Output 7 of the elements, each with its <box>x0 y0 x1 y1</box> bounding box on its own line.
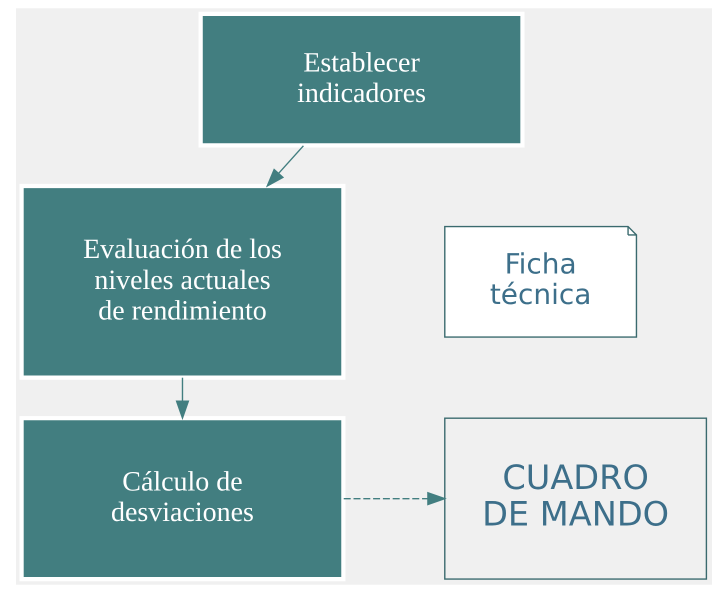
arrow <box>344 492 447 506</box>
node-box: Cálculo de desviaciones <box>20 416 346 582</box>
arrow <box>176 378 190 420</box>
arrow <box>266 145 304 188</box>
node-box: CUADRO DE MANDO <box>444 418 708 580</box>
node-box: Establecer indicadores <box>198 12 525 148</box>
node-box: Evaluación de los niveles actuales de rendimiento <box>20 184 346 380</box>
